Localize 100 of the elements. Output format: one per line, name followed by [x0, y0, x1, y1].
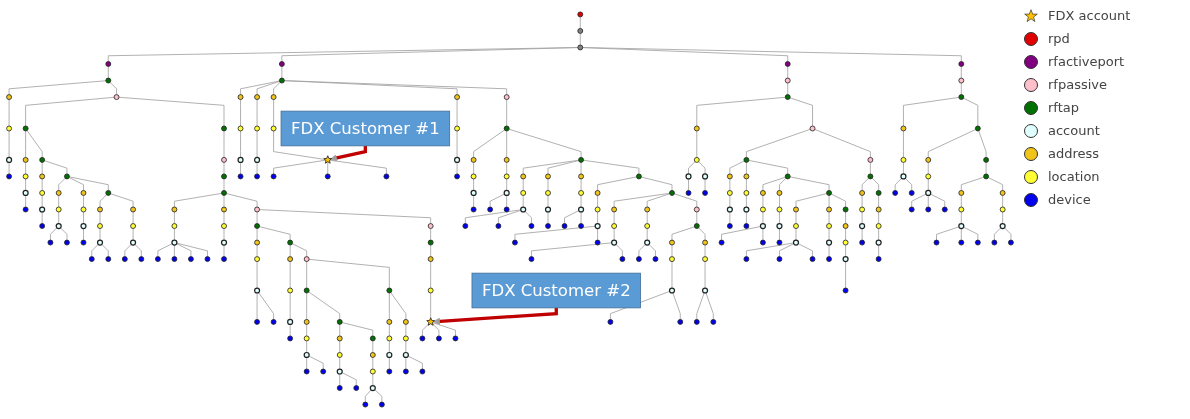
node-circle	[220, 239, 228, 246]
connector	[522, 159, 580, 175]
connector	[256, 130, 258, 158]
connector	[729, 195, 731, 208]
connector	[256, 211, 258, 224]
connector	[688, 161, 696, 175]
node-circle	[254, 173, 260, 180]
node-circle	[55, 206, 62, 213]
node-circle	[427, 256, 434, 262]
node-circle	[520, 173, 527, 180]
connector	[564, 210, 580, 224]
connector	[704, 261, 706, 289]
node-circle	[983, 157, 989, 163]
connector	[41, 211, 43, 224]
connector	[762, 228, 764, 241]
connector	[506, 130, 508, 158]
node-circle	[958, 239, 965, 246]
connector	[704, 178, 706, 191]
connector	[638, 243, 646, 258]
connector	[704, 244, 706, 258]
node-circle	[402, 351, 409, 359]
connector	[430, 228, 432, 241]
node-circle	[105, 77, 112, 84]
connector	[41, 178, 43, 191]
connector	[506, 99, 508, 127]
connector	[745, 211, 747, 224]
node-circle	[55, 222, 62, 230]
connector	[762, 195, 764, 208]
node-circle	[760, 239, 766, 246]
connector	[372, 340, 374, 353]
node-circle	[55, 190, 62, 196]
connector	[878, 228, 880, 241]
connector	[531, 242, 613, 258]
node-circle	[842, 256, 849, 263]
node-box: FDX Customer #1	[280, 110, 451, 147]
connector	[372, 373, 374, 386]
node-circle	[974, 239, 981, 246]
node-circle	[336, 368, 343, 375]
node-circle	[578, 190, 584, 196]
connector	[339, 324, 341, 337]
node-circle	[287, 256, 294, 262]
node-circle	[64, 173, 70, 180]
node-circle	[726, 206, 733, 213]
connector	[473, 129, 506, 158]
connector	[828, 211, 830, 224]
node-circle	[503, 94, 510, 100]
connector	[861, 177, 870, 191]
connector	[308, 355, 324, 370]
connector	[289, 244, 291, 258]
node-circle	[237, 125, 244, 132]
node-circle	[999, 190, 1006, 196]
node-circle	[875, 239, 882, 246]
connector	[597, 195, 598, 208]
connector	[729, 211, 731, 224]
node-circle	[237, 94, 244, 100]
connector	[174, 244, 175, 258]
node-circle	[809, 125, 816, 132]
node-circle	[685, 173, 692, 180]
node-circle	[254, 156, 261, 163]
node-circle	[130, 223, 136, 229]
node-circle	[427, 223, 434, 229]
node-circle	[826, 190, 832, 196]
node-circle	[402, 368, 409, 375]
node-circle	[22, 125, 29, 132]
connector	[44, 160, 68, 175]
node-circle	[39, 173, 46, 180]
connector	[107, 66, 109, 79]
connector	[745, 128, 811, 158]
node-circle	[958, 94, 965, 100]
connector	[547, 160, 580, 175]
node-circle	[362, 401, 369, 408]
node-circle	[386, 368, 393, 375]
node-circle	[64, 239, 70, 246]
node-circle	[743, 190, 750, 196]
node-circle	[784, 94, 791, 100]
node-circle	[47, 239, 54, 246]
connector	[58, 211, 60, 224]
connector	[91, 243, 99, 258]
node-circle	[39, 157, 46, 163]
connector	[259, 209, 432, 224]
node-circle	[503, 173, 510, 180]
connector	[927, 161, 929, 175]
node-circle	[6, 125, 12, 132]
node-circle	[320, 368, 327, 375]
node-circle	[369, 352, 376, 358]
connector	[705, 292, 714, 320]
node-circle	[105, 61, 112, 67]
connector	[430, 244, 432, 258]
node-circle	[503, 189, 510, 197]
node-circle	[528, 223, 535, 229]
node-circle	[693, 223, 700, 229]
connector	[646, 193, 671, 208]
node-circle	[353, 385, 360, 391]
legend-label: account	[1048, 123, 1100, 138]
connector	[174, 211, 175, 224]
node-circle	[784, 61, 791, 67]
connector	[256, 244, 258, 258]
node-circle	[793, 223, 799, 229]
connector	[748, 159, 789, 175]
connector	[779, 195, 780, 208]
